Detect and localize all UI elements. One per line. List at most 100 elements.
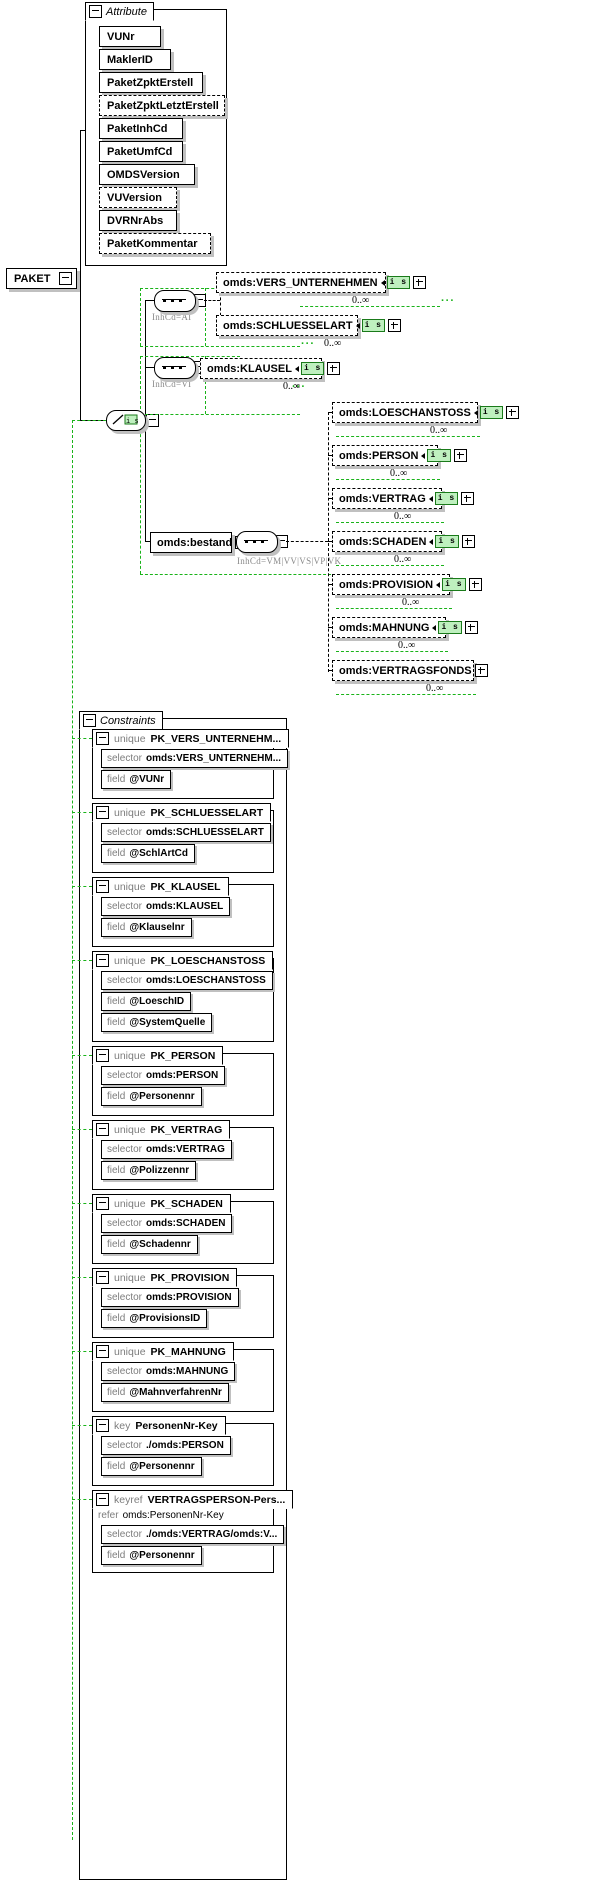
element-expand-icon[interactable] [506,406,520,419]
green-guide [336,522,444,523]
element-label: omds:PROVISION [339,578,434,591]
attribute-omdsversion[interactable]: OMDSVersion [99,164,195,185]
element-expand-icon[interactable] [464,621,478,634]
constraint-field-row[interactable]: field@SchlArtCd [101,844,196,863]
attribute-dvrnrabs[interactable]: DVRNrAbs [99,210,177,231]
constraint-collapse-icon[interactable] [96,1493,109,1506]
attribute-vunr[interactable]: VUNr [99,26,161,47]
attribute-group-tab[interactable]: Attribute [85,2,154,21]
root-collapse-icon[interactable] [59,272,72,285]
attribute-paketinhcd[interactable]: PaketInhCd [99,118,183,139]
cardinality: 0..∞ [394,511,412,522]
attribute-paketumfcd[interactable]: PaketUmfCd [99,141,183,162]
constraint-field-row[interactable]: field@MahnverfahrenNr [101,1383,229,1402]
sequence-compositor-ai[interactable] [154,290,198,312]
constraint-collapse-icon[interactable] [96,1271,109,1284]
constraint-collapse-icon[interactable] [96,1123,109,1136]
constraint-selector-row[interactable]: selector./omds:VERTRAG/omds:V... [101,1525,285,1544]
attribute-label: PaketZpktErstell [107,76,194,89]
row-key: selector [107,901,143,912]
constraint-collapse-icon[interactable] [96,1049,109,1062]
content-model-choice-node[interactable]: i s [106,410,146,431]
constraint-collapse-icon[interactable] [96,954,109,967]
element-bestand[interactable]: omds:bestand [150,532,249,553]
constraint-field-row[interactable]: field@Personennr [101,1457,202,1476]
constraint-field-row[interactable]: field@Schadennr [101,1235,198,1254]
element-vers-unternehmen[interactable]: omds:VERS_UNTERNEHMEN i s [216,272,427,293]
constraint-name: PK_KLAUSEL [150,880,221,893]
constraint-collapse-icon[interactable] [96,732,109,745]
element-expand-icon[interactable] [468,578,482,591]
arrow-icon [294,365,299,372]
constraint-field-row[interactable]: field@Personennr [101,1546,202,1565]
connector [328,541,334,542]
attribute-group-collapse-icon[interactable] [89,5,102,18]
constraint-field-row[interactable]: field@SystemQuelle [101,1013,213,1032]
constraints-collapse-icon[interactable] [83,714,96,727]
element-expand-icon[interactable] [387,319,401,332]
element-expand-icon[interactable] [327,362,341,375]
element-label: omds:LOESCHANSTOSS [339,406,471,419]
element-expand-icon[interactable] [461,535,475,548]
constraint-collapse-icon[interactable] [96,806,109,819]
constraint-field-row[interactable]: field@Klauselnr [101,918,192,937]
element-schluesselart[interactable]: omds:SCHLUESSELART i s [216,315,401,336]
attribute-label: MaklerID [107,53,153,66]
constraint-field-row[interactable]: field@Personennr [101,1087,202,1106]
constraint-name: VERTRAGSPERSON-Pers... [147,1493,286,1506]
element-expand-icon[interactable] [453,449,467,462]
element-klausel[interactable]: omds:KLAUSEL i s [200,358,341,379]
attribute-paketzpkterstell[interactable]: PaketZpktErstell [99,72,203,93]
constraint-collapse-icon[interactable] [96,880,109,893]
element-vertragsfonds[interactable]: omds:VERTRAGSFONDS [332,660,488,681]
constraint-field-row[interactable]: field@Polizzennr [101,1161,197,1180]
constraint-field-row[interactable]: field@ProvisionsID [101,1309,208,1328]
element-expand-icon[interactable] [461,492,475,505]
green-guide [336,479,440,480]
choice-expander-icon[interactable] [146,414,159,427]
row-value: omds:LOESCHANSTOSS [146,975,266,986]
attribute-paketzpktletzterstell[interactable]: PaketZpktLetztErstell [99,95,225,116]
sequence-compositor-vi[interactable] [154,357,198,379]
attribute-vuversion[interactable]: VUVersion [99,187,177,208]
sequence-compositor-bestand[interactable] [236,531,280,553]
constraint-collapse-icon[interactable] [96,1197,109,1210]
attribute-paketkommentar[interactable]: PaketKommentar [99,233,211,254]
attribute-maklerid[interactable]: MaklerID [99,49,171,70]
constraint-selector-row[interactable]: selector./omds:PERSON [101,1436,231,1455]
root-element-paket[interactable]: PAKET [6,268,77,289]
constraint-field-row[interactable]: field@LoeschID [101,992,192,1011]
element-expand-icon[interactable] [413,276,427,289]
constraint-collapse-icon[interactable] [96,1419,109,1432]
element-expand-icon[interactable] [474,664,488,677]
constraints-tab[interactable]: Constraints [79,711,163,730]
constraint-field-row[interactable]: field@VUNr [101,770,172,789]
constraint-collapse-icon[interactable] [96,1345,109,1358]
